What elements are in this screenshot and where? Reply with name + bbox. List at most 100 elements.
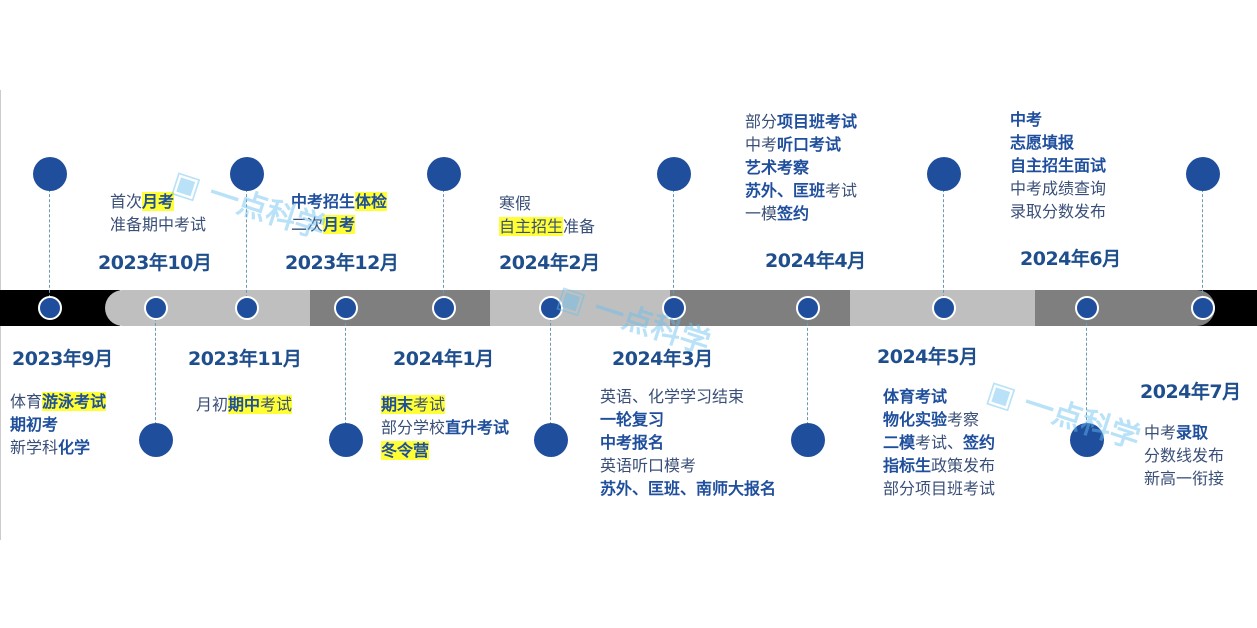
- event-text: 中考成绩查询: [1010, 179, 1107, 198]
- event-date: 2024年3月: [612, 348, 713, 370]
- event-text: 考试、: [915, 433, 964, 452]
- connector-line: [1086, 308, 1088, 440]
- timeline-node: [432, 296, 456, 320]
- event-details: 中考录取分数线发布新高一衔接: [1144, 421, 1224, 490]
- event-text: 签约: [963, 433, 996, 452]
- event-line: 艺术考察: [745, 156, 857, 179]
- event-line: 部分学校直升考试: [381, 416, 509, 439]
- timeline-node: [334, 296, 358, 320]
- connector-line: [550, 308, 552, 440]
- event-line: 指标生政策发布: [883, 454, 995, 477]
- event-line: 期初考: [10, 413, 106, 436]
- event-text: 新学科: [10, 438, 59, 457]
- connector-line: [246, 174, 248, 308]
- milestone-dot: [657, 157, 691, 191]
- event-line: 中考: [1010, 108, 1106, 131]
- event-text: 政策发布: [931, 456, 996, 475]
- connector-line: [807, 308, 809, 440]
- event-date: 2024年4月: [765, 250, 866, 272]
- event-line: 寒假: [499, 192, 595, 215]
- event-line: 志愿填报: [1010, 131, 1106, 154]
- timeline-node: [235, 296, 259, 320]
- event-text: 准备: [563, 217, 596, 236]
- milestone-dot: [1070, 423, 1104, 457]
- event-line: 新高一衔接: [1144, 467, 1224, 490]
- event-text: 中考: [745, 135, 778, 154]
- event-text: 苏外、匡班、南师大报名: [600, 479, 777, 498]
- band-segment: [825, 290, 1035, 326]
- event-date: 2024年5月: [877, 346, 978, 368]
- highlighted-text: 游泳考试: [42, 392, 107, 411]
- event-line: 英语、化学学习结束: [600, 385, 776, 408]
- event-details: 中考志愿填报自主招生面试中考成绩查询录取分数发布: [1010, 108, 1106, 223]
- connector-line: [345, 308, 347, 440]
- event-text: 化学: [58, 438, 91, 457]
- event-text: 月初: [196, 395, 229, 414]
- event-text: 志愿填报: [1010, 133, 1075, 152]
- highlighted-text: 考试: [413, 395, 446, 414]
- milestone-dot: [927, 157, 961, 191]
- event-line: 二模考试、签约: [883, 431, 995, 454]
- event-line: 录取分数发布: [1010, 200, 1106, 223]
- event-details: 中考招生体检二次月考: [291, 190, 388, 236]
- event-details: 体育考试物化实验考察二模考试、签约指标生政策发布部分项目班考试: [883, 385, 995, 500]
- event-text: 部分学校: [381, 418, 446, 437]
- highlighted-text: 期末: [381, 395, 414, 414]
- event-line: 首次月考: [110, 190, 206, 213]
- event-text: 寒假: [499, 194, 532, 213]
- event-text: 考察: [947, 410, 980, 429]
- event-line: 自主招生准备: [499, 215, 595, 238]
- event-line: 苏外、匡班、南师大报名: [600, 477, 776, 500]
- milestone-dot: [33, 157, 67, 191]
- event-text: 一模: [745, 204, 778, 223]
- event-line: 中考招生体检: [291, 190, 388, 213]
- event-line: 月初期中考试: [196, 393, 293, 416]
- event-text: 二模: [883, 433, 916, 452]
- event-details: 部分项目班考试中考听口考试艺术考察苏外、匡班考试一模签约: [745, 110, 857, 225]
- highlighted-text: 期中: [228, 395, 261, 414]
- milestone-dot: [791, 423, 825, 457]
- event-line: 期末考试: [381, 393, 509, 416]
- milestone-dot: [139, 423, 173, 457]
- highlighted-text: 考试: [260, 395, 293, 414]
- event-date: 2023年11月: [188, 348, 302, 370]
- event-details: 寒假自主招生准备: [499, 192, 595, 238]
- milestone-dot: [427, 157, 461, 191]
- timeline-node: [662, 296, 686, 320]
- event-line: 中考听口考试: [745, 133, 857, 156]
- event-date: 2023年12月: [285, 252, 399, 274]
- event-date: 2024年1月: [393, 348, 494, 370]
- highlighted-text: 月考: [323, 215, 356, 234]
- event-text: 部分: [745, 112, 778, 131]
- event-text: 体育考试: [883, 387, 948, 406]
- event-text: 准备期中考试: [110, 215, 207, 234]
- event-line: 分数线发布: [1144, 444, 1224, 467]
- event-text: 项目班考试: [777, 112, 858, 131]
- event-text: 英语听口模考: [600, 456, 697, 475]
- milestone-dot: [329, 423, 363, 457]
- event-text: 直升考试: [445, 418, 510, 437]
- event-text: 中考报名: [600, 433, 665, 452]
- event-text: 苏外、匡班: [745, 181, 826, 200]
- timeline-node: [796, 296, 820, 320]
- connector-line: [49, 174, 51, 308]
- connector-line: [443, 174, 445, 308]
- event-line: 一轮复习: [600, 408, 776, 431]
- event-line: 物化实验考察: [883, 408, 995, 431]
- connector-line: [155, 308, 157, 440]
- event-line: 自主招生面试: [1010, 154, 1106, 177]
- event-line: 部分项目班考试: [883, 477, 995, 500]
- timeline-node: [38, 296, 62, 320]
- event-text: 录取: [1176, 423, 1209, 442]
- band-segment: [1010, 290, 1215, 326]
- event-line: 中考报名: [600, 431, 776, 454]
- event-line: 中考成绩查询: [1010, 177, 1106, 200]
- event-line: 准备期中考试: [110, 213, 206, 236]
- event-date: 2024年6月: [1020, 248, 1121, 270]
- event-text: 期初考: [10, 415, 59, 434]
- event-line: 部分项目班考试: [745, 110, 857, 133]
- event-text: 英语、化学学习结束: [600, 387, 745, 406]
- watermark-logo: ▣ 一点科学: [982, 374, 1145, 457]
- event-line: 中考录取: [1144, 421, 1224, 444]
- event-line: 新学科化学: [10, 436, 106, 459]
